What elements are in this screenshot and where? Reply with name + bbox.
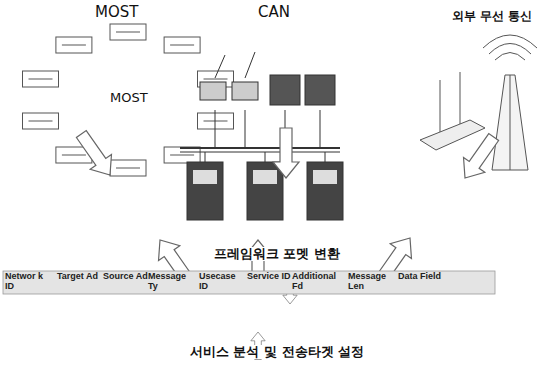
most-module — [110, 160, 146, 176]
most-module — [56, 37, 92, 53]
step-label: 서비스 분석 및 전송타겟 설정 — [190, 345, 364, 359]
most-module — [164, 37, 200, 53]
table-cell: Source Ad — [103, 272, 149, 282]
double-arrow — [71, 127, 505, 360]
step-label: 프레임워크 포멧 변환 — [214, 247, 340, 261]
table-cell: Usecase ID — [199, 272, 245, 292]
table-cell: Service ID — [247, 272, 293, 282]
table-cell: Networ k ID — [5, 272, 51, 292]
table-cell: Target Ad — [57, 272, 103, 282]
section-title: CAN — [258, 4, 290, 21]
table-cell: Data Field — [398, 272, 444, 282]
table-cell: Message Len — [348, 272, 394, 292]
can-network — [180, 52, 343, 220]
most-module — [23, 71, 59, 87]
ring-label: MOST — [110, 91, 148, 105]
most-module — [23, 113, 59, 129]
most-module — [164, 147, 200, 163]
section-title: MOST — [95, 4, 138, 21]
table-cell: Message Ty — [148, 272, 194, 292]
table-cell: Additional Fd — [292, 272, 338, 292]
most-ring — [23, 24, 234, 176]
format-table — [3, 271, 495, 294]
section-title: 외부 무선 통신 — [452, 10, 532, 23]
most-module — [110, 24, 146, 40]
